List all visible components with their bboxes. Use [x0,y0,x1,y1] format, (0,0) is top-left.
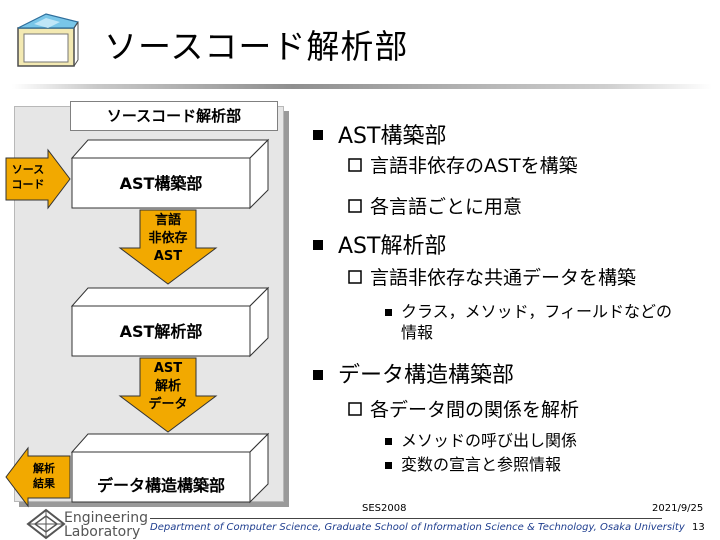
section2-heading: AST解析部 [338,234,447,259]
section3-item1: 各データ間の関係を解析 [370,399,580,421]
lab-logo-icon [26,508,66,540]
output-arrow-label: 解析 結果 [22,461,66,491]
output-arrow-line2: 結果 [33,477,55,490]
bullet-square-icon [385,309,392,316]
flow-arrow-2-label: AST 解析 データ [138,360,198,414]
bullet-square-icon [313,240,323,250]
flow-arrow-1-icon [118,209,218,285]
flow1-line3: AST [153,249,183,264]
section1-heading: AST構築部 [338,124,447,149]
title-divider [12,84,712,89]
flow-arrow-1-label: 言語 非依存 AST [138,212,198,266]
section1-item2: 各言語ごとに用意 [370,196,523,218]
lab-logo-line2: Laboratory [64,524,141,540]
stage2-label: AST解析部 [119,322,203,341]
section2-sub1-line2: 情報 [401,323,434,342]
flow2-line2: 解析 [154,379,181,394]
input-arrow-line2: コード [11,178,45,191]
section3-heading: データ構造構築部 [338,363,515,388]
section3-sub1: メソッドの呼び出し関係 [401,431,578,450]
module-label: ソースコード解析部 [70,101,278,131]
bullet-square-icon [313,130,323,140]
footer-date: 2021/9/25 [652,503,704,514]
footer-divider [150,518,662,519]
checkbox-bullet-icon [348,270,362,284]
checkbox-bullet-icon [348,158,362,172]
input-arrow-icon [5,148,71,210]
flow-arrow-2-icon [118,357,218,433]
section2-item1: 言語非依存な共通データを構築 [370,267,637,289]
flow2-line3: データ [148,397,188,412]
stage2-slab [70,286,270,358]
stage1-slab [70,138,270,210]
flow1-line1: 言語 [154,213,181,228]
lab-logo-line1: Engineering [64,510,148,526]
flow2-line1: AST [153,361,183,376]
bullet-square-icon [313,370,323,380]
input-arrow-line1: ソース [11,163,45,176]
checkbox-bullet-icon [348,402,362,416]
page-title: ソースコード解析部 [104,27,409,66]
title-box-icon [17,13,79,67]
page-number: 13 [692,522,705,533]
lab-logo-text: Engineering Laboratory [64,511,148,539]
flow1-line2: 非依存 [148,231,188,246]
stage1-label: AST構築部 [119,174,203,193]
input-arrow-label: ソース コード [6,162,50,192]
output-arrow-line1: 解析 [33,462,55,475]
output-arrow-icon [5,446,71,508]
stage3-label: データ構造構築部 [96,476,225,495]
bullet-square-icon [385,462,392,469]
section3-sub2: 変数の宣言と参照情報 [401,455,562,474]
section2-sub1-line1: クラス，メソッド，フィールドなどの [401,302,673,321]
checkbox-bullet-icon [348,199,362,213]
bullet-square-icon [385,438,392,445]
stage3-slab [70,432,270,504]
footer-department: Department of Computer Science, Graduate… [150,522,685,533]
footer-conference: SES2008 [362,503,407,514]
section2-sub1: クラス，メソッド，フィールドなどの 情報 [401,301,672,343]
section1-item1: 言語非依存のASTを構築 [370,155,578,177]
